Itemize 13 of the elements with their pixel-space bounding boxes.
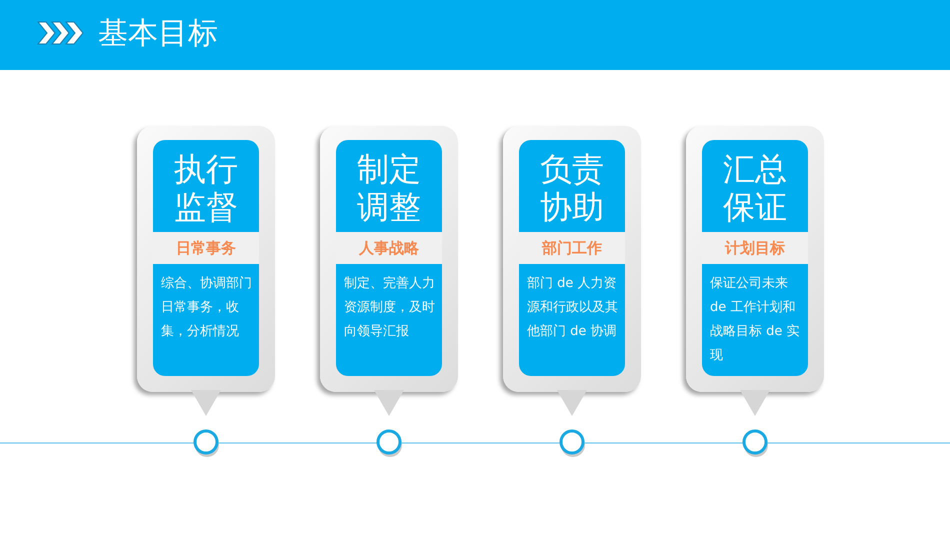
subheading-band: 计划目标 (702, 232, 808, 264)
subheading-band: 日常事务 (153, 232, 259, 264)
description: 制定、完善人力资源制度，及时向领导汇报 (344, 275, 436, 341)
heading: 执行监督 (174, 150, 238, 226)
heading: 负责协助 (540, 150, 604, 226)
heading: 制定调整 (357, 150, 421, 226)
subheading-band: 人事战略 (336, 232, 442, 264)
heading: 汇总保证 (723, 150, 787, 226)
description: 综合、协调部门日常事务，收集，分析情况 (161, 275, 253, 341)
description: 部门 de 人力资源和行政以及其他部门 de 协调 (527, 275, 619, 341)
page-title: 基本目标 (98, 15, 218, 53)
description: 保证公司未来 de 工作计划和战略目标 de 实现 (710, 275, 801, 365)
subheading-band: 部门工作 (519, 232, 625, 264)
